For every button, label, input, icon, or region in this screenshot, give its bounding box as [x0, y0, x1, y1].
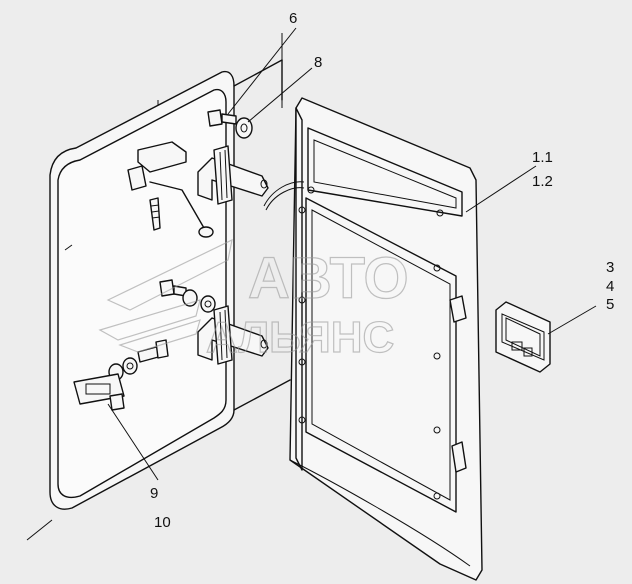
- top-bolt-washer: [207, 109, 253, 139]
- upper-hinge: [197, 145, 269, 205]
- watermark: АВТО АЛЬЯНС: [98, 238, 409, 363]
- callout-9: 9: [150, 485, 158, 502]
- callout-10: 10: [154, 514, 171, 531]
- callout-5: 5: [606, 296, 614, 313]
- callout-6: 6: [289, 10, 297, 27]
- striker-plate: [73, 373, 125, 411]
- leader-lines: [107, 27, 597, 481]
- limit-switch: [127, 141, 214, 238]
- lower-hinge: [197, 305, 269, 365]
- door-panel: [263, 97, 483, 581]
- callout-8: 8: [314, 54, 322, 71]
- watermark-line1: АВТО: [248, 246, 409, 311]
- callout-1-2: 1.2: [532, 173, 553, 190]
- callout-4: 4: [606, 278, 614, 295]
- callout-3: 3: [606, 259, 614, 276]
- lower-bolt-washers: [108, 339, 169, 381]
- callout-labels: 6 8 1.1 1.2 3 4 5 9 10: [150, 10, 614, 531]
- watermark-line2: АЛЬЯНС: [206, 313, 394, 362]
- callout-1-1: 1.1: [532, 149, 553, 166]
- door-handle-module: [495, 301, 551, 373]
